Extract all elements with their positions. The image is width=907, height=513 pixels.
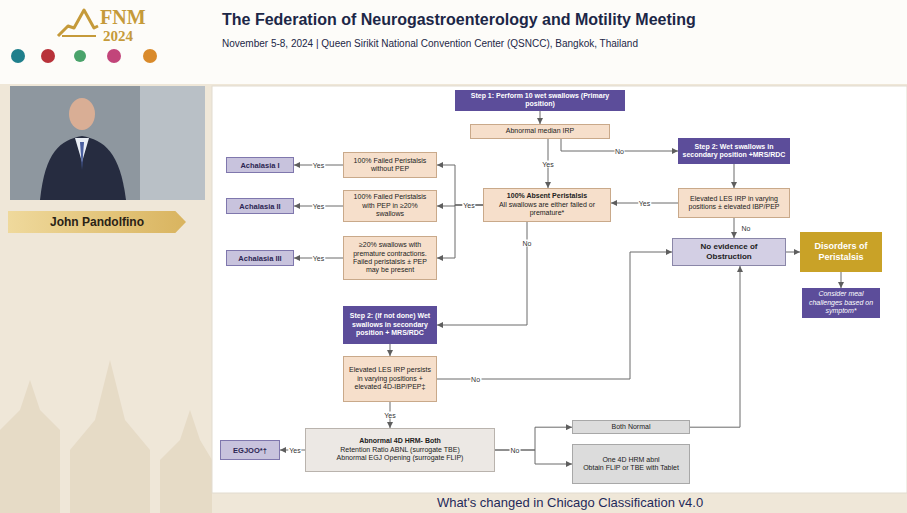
flow-connector: [495, 450, 572, 464]
node-text: Step 2: (if not done) Wet swallows in se…: [347, 312, 433, 337]
branch-label: No: [741, 225, 752, 232]
name-banner: John Pandolfino: [8, 211, 186, 233]
criteria-box: Elevated LES IRP in varying positions ± …: [678, 188, 790, 218]
node-text: 100% Absent Peristalsis: [507, 192, 587, 200]
node-text: EGJOO*†: [233, 446, 267, 455]
slide-panel: [212, 86, 907, 493]
node-text: John Pandolfino: [50, 215, 144, 229]
node-text: Disorders of Peristalsis: [804, 241, 878, 263]
result-box: Both Normal: [572, 420, 690, 434]
branch-label: Yes: [312, 203, 325, 210]
flow-connector: [437, 205, 483, 258]
branch-label: Yes: [312, 255, 325, 262]
criteria-box: Elevated LES IRP persists in varying pos…: [343, 356, 437, 402]
branch-label: No: [522, 239, 533, 246]
outcome-box: No evidence of Obstruction: [672, 238, 786, 266]
node-text: Retention Ratio ABNL (surrogate TBE): [340, 446, 459, 454]
temple-silhouette: [0, 360, 212, 513]
slide-caption: What's changed in Chicago Classification…: [360, 496, 780, 510]
event-details: November 5-8, 2024 | Queen Sirikit Natio…: [222, 38, 638, 49]
node-text: Both Normal: [612, 423, 651, 431]
flow-connector: [540, 111, 541, 124]
node-text: Achalasia II: [239, 202, 280, 211]
flow-connector: [437, 222, 527, 325]
node-text: Consider meal challenges based on sympto…: [806, 290, 876, 315]
node-text: All swallows are either failed or premat…: [488, 201, 606, 218]
speaker-video: [10, 86, 205, 200]
branch-label: Yes: [312, 162, 325, 169]
step-box: Step 1: Perform 10 wet swallows (Primary…: [455, 90, 625, 111]
branch-label: No: [510, 447, 521, 454]
node-text: 100% Failed Peristalsis with PEP in ≥20%…: [348, 193, 432, 218]
criteria-box: ≥20% swallows with premature contraction…: [343, 236, 437, 280]
branch-label: No: [470, 376, 481, 383]
node-text: Abnormal median IRP: [506, 127, 574, 135]
flow-connector: [495, 427, 572, 450]
branch-label: Yes: [288, 447, 301, 454]
header-band: [0, 0, 907, 84]
node-text: No evidence of Obstruction: [677, 242, 781, 261]
node-text: One 4D HRM abnl: [602, 456, 659, 464]
logo-text: 2024: [103, 28, 133, 45]
node-text: Achalasia III: [238, 254, 281, 263]
event-logo: [58, 10, 98, 36]
node-text: Elevated LES IRP in varying positions ± …: [683, 195, 785, 212]
branch-label: Yes: [462, 202, 475, 209]
node-text: Obtain FLIP or TBE with Tablet: [583, 464, 679, 472]
node-text: Step 2: Wet swallows in secondary positi…: [682, 143, 786, 160]
criteria-box: 100% Absent PeristalsisAll swallows are …: [483, 188, 611, 222]
branch-label: Yes: [541, 160, 554, 167]
flow-connector: [437, 252, 672, 379]
branch-label: Yes: [638, 200, 651, 207]
partner-logos: [11, 49, 157, 63]
flow-connector: [690, 266, 740, 427]
criteria-box: 100% Failed Peristalsis with PEP in ≥20%…: [343, 190, 437, 222]
flow-connector: [786, 252, 800, 253]
step-box: Step 2: Wet swallows in secondary positi…: [678, 138, 790, 164]
node-text: Step 1: Perform 10 wet swallows (Primary…: [459, 92, 621, 109]
flow-connector: [437, 165, 483, 205]
flow-connector: [841, 272, 842, 288]
node-text: 100% Failed Peristalsis without PEP: [348, 157, 432, 174]
flow-connector: [734, 218, 735, 238]
node-text: ≥20% swallows with premature contraction…: [348, 241, 432, 275]
branch-label: Yes: [383, 412, 396, 419]
diagnosis-box: Achalasia III: [226, 250, 294, 266]
branch-label: No: [614, 148, 625, 155]
criteria-box: 100% Failed Peristalsis without PEP: [343, 152, 437, 178]
diagnosis-box: Achalasia II: [226, 198, 294, 214]
result-box: One 4D HRM abnlObtain FLIP or TBE with T…: [572, 444, 690, 484]
diagnosis-box: EGJOO*†: [220, 440, 280, 460]
flow-connector: [390, 344, 391, 356]
node-text: Achalasia I: [240, 161, 279, 170]
diagnosis-box: Achalasia I: [226, 157, 294, 173]
flow-connector: [734, 164, 735, 188]
note-box: Consider meal challenges based on sympto…: [802, 288, 880, 318]
logo-text: FNM: [100, 6, 146, 28]
node-text: Abnormal EGJ Opening (surrogate FLIP): [337, 454, 464, 462]
diagnosis-box: Disorders of Peristalsis: [800, 232, 882, 272]
step-box: Step 2: (if not done) Wet swallows in se…: [343, 306, 437, 344]
criteria-box: Abnormal median IRP: [470, 124, 610, 139]
meeting-title: The Federation of Neurogastroenterology …: [222, 11, 696, 29]
node-text: Elevated LES IRP persists in varying pos…: [348, 366, 432, 391]
node-text: Abnormal 4D HRM- Both: [359, 437, 441, 445]
criteria-box: Abnormal 4D HRM- BothRetention Ratio ABN…: [305, 428, 495, 472]
